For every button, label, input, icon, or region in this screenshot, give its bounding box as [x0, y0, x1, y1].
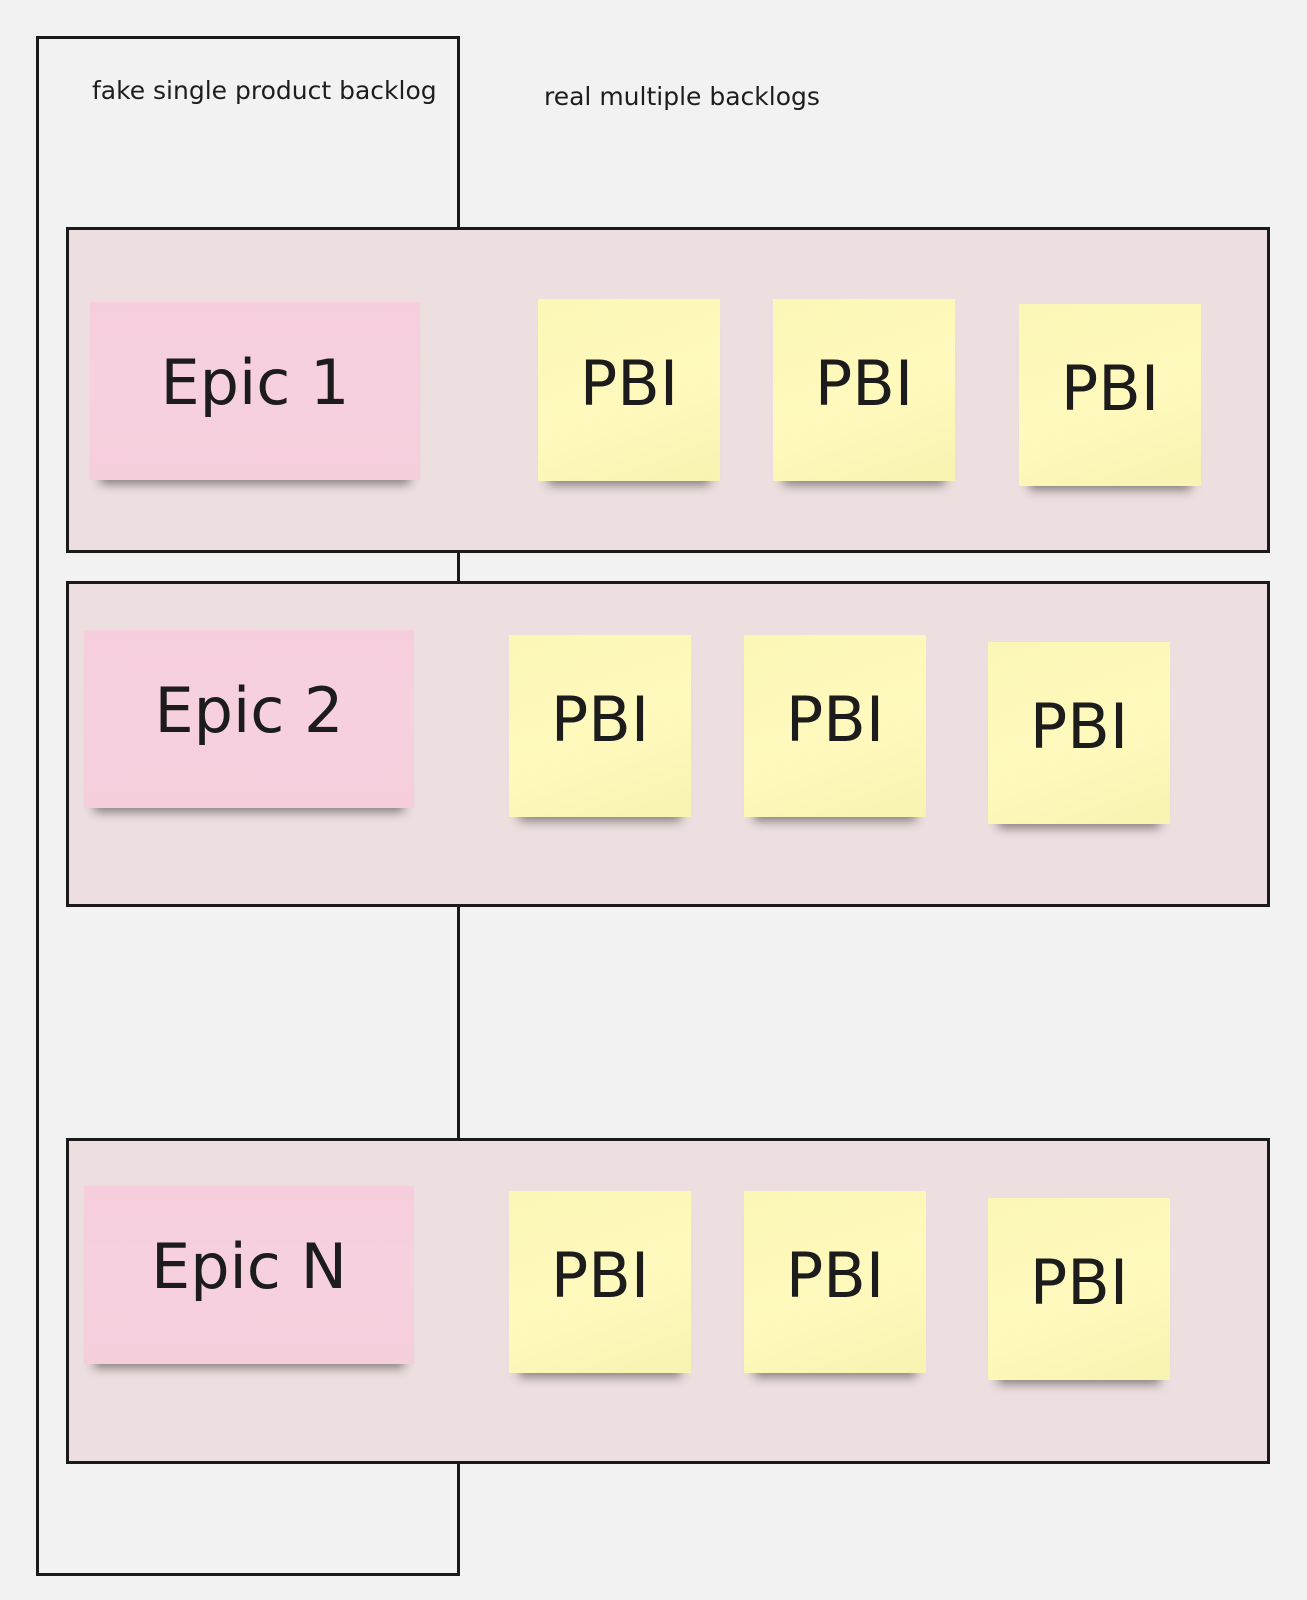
pbi-note-label: PBI [785, 1238, 885, 1312]
pbi-note[interactable]: PBI [538, 299, 720, 481]
epic-note-n[interactable]: Epic N [84, 1186, 414, 1364]
epic-note-label: Epic 2 [154, 673, 344, 747]
pbi-note[interactable]: PBI [1019, 304, 1201, 486]
epic-note-label: Epic 1 [160, 345, 350, 419]
epic-note-2[interactable]: Epic 2 [84, 630, 414, 808]
epic-note-label: Epic N [151, 1229, 347, 1303]
pbi-note-label: PBI [814, 346, 914, 420]
pbi-note-label: PBI [1060, 351, 1160, 425]
pbi-note-label: PBI [550, 1238, 650, 1312]
pbi-note-label: PBI [1029, 689, 1129, 763]
caption-fake-single-backlog: fake single product backlog [92, 76, 437, 105]
pbi-note[interactable]: PBI [773, 299, 955, 481]
pbi-note-label: PBI [579, 346, 679, 420]
pbi-note[interactable]: PBI [988, 1198, 1170, 1380]
caption-real-multiple-backlogs: real multiple backlogs [544, 82, 820, 111]
pbi-note[interactable]: PBI [744, 1191, 926, 1373]
pbi-note[interactable]: PBI [509, 1191, 691, 1373]
pbi-note[interactable]: PBI [988, 642, 1170, 824]
pbi-note-label: PBI [550, 682, 650, 756]
epic-note-1[interactable]: Epic 1 [90, 302, 420, 480]
pbi-note-label: PBI [1029, 1245, 1129, 1319]
pbi-note-label: PBI [785, 682, 885, 756]
pbi-note[interactable]: PBI [509, 635, 691, 817]
pbi-note[interactable]: PBI [744, 635, 926, 817]
